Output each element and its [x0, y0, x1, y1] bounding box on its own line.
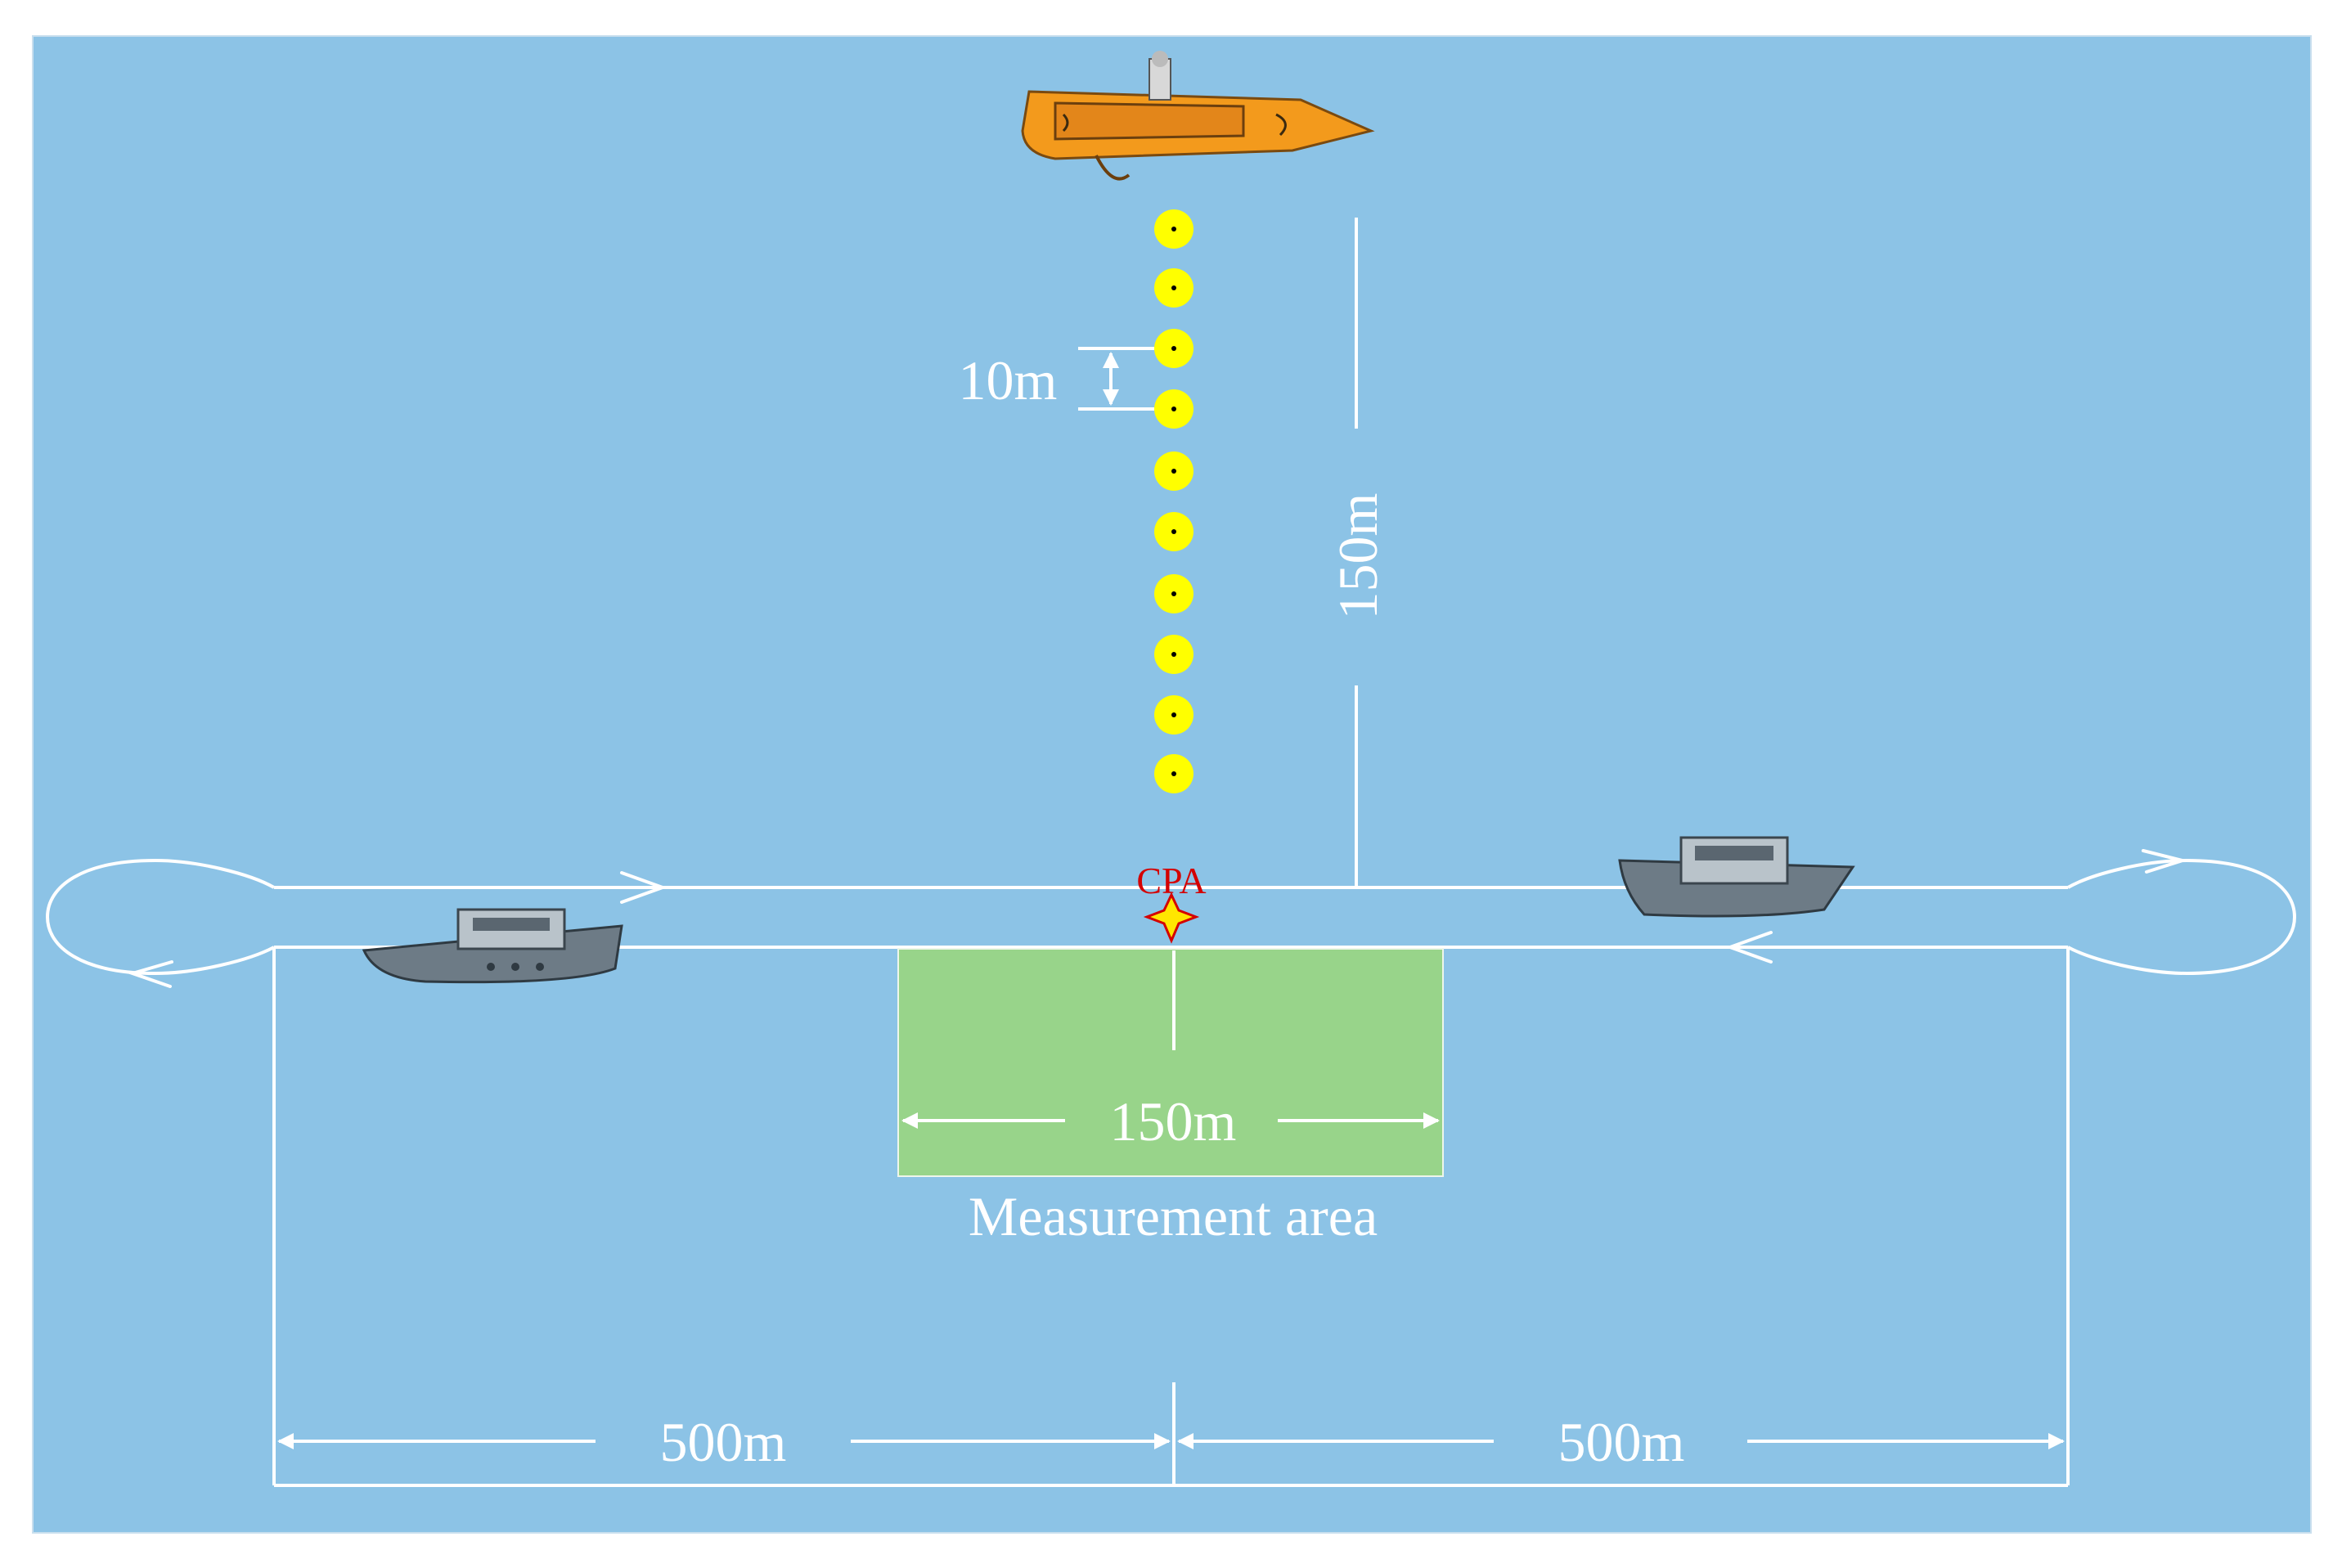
vessel-icon — [362, 908, 623, 984]
array-distance-label: 150m — [1327, 493, 1389, 620]
left-run-label: 500m — [660, 1411, 787, 1473]
spacing-dimension — [1078, 347, 1154, 411]
area-caption: Measurement area — [969, 1185, 1378, 1247]
spacing-label: 10m — [959, 349, 1058, 411]
hydrophone-buoy-icon — [1154, 268, 1193, 308]
hydrophone-buoy-icon — [1154, 574, 1193, 613]
hydrophone-array — [1154, 209, 1193, 793]
cpa-star-icon — [1143, 892, 1200, 944]
hydrophone-buoy-icon — [1154, 329, 1193, 368]
track-direction-arrows — [127, 849, 2189, 988]
right-run-label: 500m — [1558, 1411, 1685, 1473]
hydrophone-buoy-icon — [1154, 452, 1193, 491]
hydrophone-buoy-icon — [1154, 209, 1193, 249]
hydrophone-buoy-icon — [1154, 635, 1193, 674]
survey-boat-icon — [1021, 51, 1375, 181]
hydrophone-buoy-icon — [1154, 389, 1193, 429]
hydrophone-buoy-icon — [1154, 754, 1193, 793]
vessel-icon — [1618, 836, 1855, 918]
hydrophone-buoy-icon — [1154, 512, 1193, 551]
measurement-area — [897, 948, 1444, 1177]
hydrophone-buoy-icon — [1154, 695, 1193, 735]
area-width-label: 150m — [1110, 1090, 1237, 1152]
run-length-bracket — [272, 947, 2070, 1487]
